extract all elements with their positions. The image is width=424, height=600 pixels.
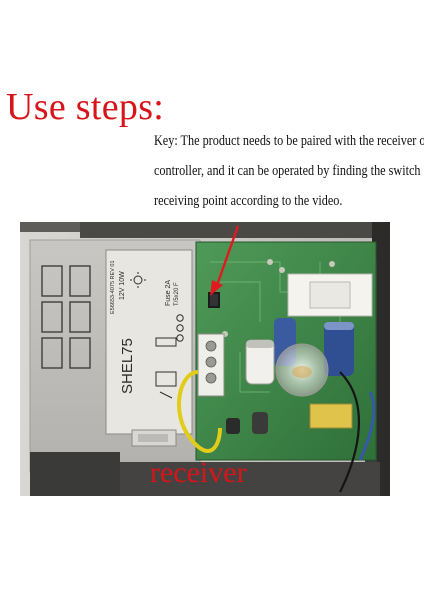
voltage-label: 12V 10W bbox=[119, 271, 126, 300]
fuse-type-label: T/5x20 F bbox=[174, 282, 180, 306]
serial-label: E56653-4075 REV 01 bbox=[110, 260, 116, 314]
receiver-board-photo: SHEL75 12V 10W Fuse 2A T/5x20 F E56653-4… bbox=[20, 222, 390, 496]
model-label: SHEL75 bbox=[119, 338, 136, 394]
annotation-arrow bbox=[210, 225, 240, 296]
page-title: Use steps: bbox=[6, 86, 165, 128]
key-note-line-3: receiving point according to the video. bbox=[154, 193, 343, 209]
receiver-label: receiver bbox=[150, 456, 247, 489]
key-note-line-1: Key: The product needs to be paired with… bbox=[154, 133, 424, 149]
sun-icon bbox=[130, 272, 146, 288]
key-note-line-2: controller, and it can be operated by fi… bbox=[154, 163, 421, 179]
fuse-label: Fuse 2A bbox=[165, 280, 172, 306]
